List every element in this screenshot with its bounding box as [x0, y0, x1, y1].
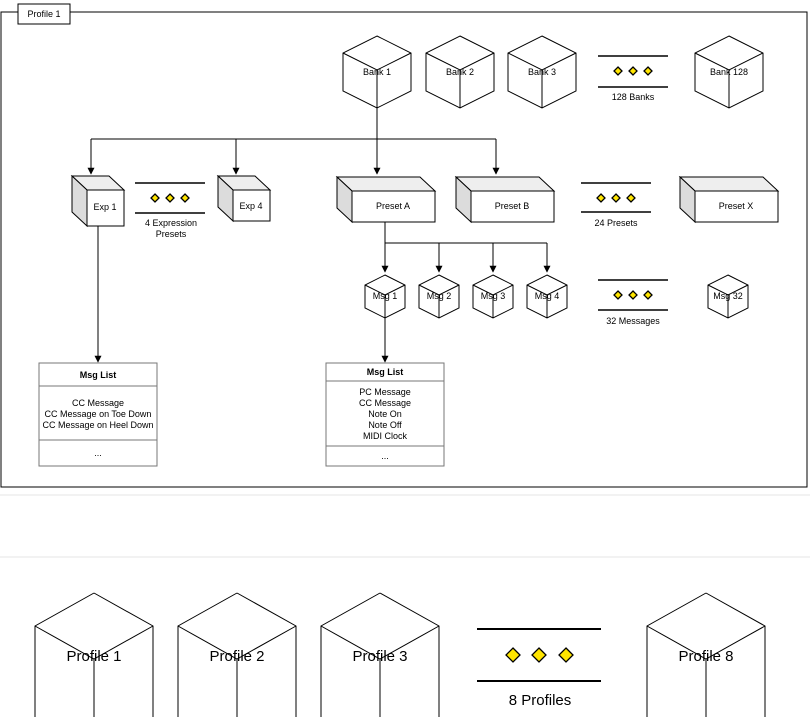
- expressions-ellipsis: 4 Expression Presets: [135, 182, 205, 239]
- ellipsis-diamond-icon: [150, 193, 160, 203]
- ellipsis-diamond-icon: [611, 193, 621, 203]
- exp-label: Exp 4: [239, 201, 262, 211]
- preset-msg-list-title: Msg List: [367, 367, 404, 377]
- exp-msg-list: Msg List CC Message CC Message on Toe Do…: [38, 362, 158, 467]
- exp-msg-list-item: CC Message: [72, 398, 124, 408]
- presets-ellipsis: 24 Presets: [581, 182, 651, 228]
- exp-msg-list-item: CC Message on Heel Down: [42, 420, 153, 430]
- preset-box-b[interactable]: Preset B: [454, 175, 556, 224]
- bank-label: Bank 3: [528, 67, 556, 77]
- msg-label: Msg 3: [481, 291, 506, 301]
- ellipsis-diamond-icon: [628, 66, 638, 76]
- msg-cube-1[interactable]: Msg 1: [364, 274, 406, 319]
- messages-caption: 32 Messages: [606, 316, 660, 326]
- preset-box-a[interactable]: Preset A: [335, 175, 437, 224]
- preset-label: Preset A: [376, 201, 410, 211]
- ellipsis-diamond-icon: [531, 647, 547, 663]
- exp-msg-list-more: ...: [94, 448, 102, 458]
- profile-label: Profile 1: [66, 648, 121, 665]
- ellipsis-diamond-icon: [558, 647, 574, 663]
- exp-box-4[interactable]: Exp 4: [216, 174, 272, 223]
- bank-cube-3[interactable]: Bank 3: [507, 35, 577, 109]
- profile-label: Profile 3: [352, 648, 407, 665]
- preset-msg-list-item: Note Off: [368, 420, 402, 430]
- bank-cube-1[interactable]: Bank 1: [342, 35, 412, 109]
- ellipsis-diamond-icon: [596, 193, 606, 203]
- presets-caption: 24 Presets: [594, 218, 638, 228]
- ellipsis-diamond-icon: [180, 193, 190, 203]
- exp-label: Exp 1: [93, 202, 116, 212]
- exp-msg-list-item: CC Message on Toe Down: [45, 409, 152, 419]
- profile-frame: [0, 11, 808, 488]
- ellipsis-diamond-icon: [505, 647, 521, 663]
- expressions-caption-line2: Presets: [156, 229, 187, 239]
- msg-cube-32[interactable]: Msg 32: [707, 274, 749, 319]
- expressions-caption-line1: 4 Expression: [145, 218, 197, 228]
- preset-msg-list-item: CC Message: [359, 398, 411, 408]
- ellipsis-diamond-icon: [613, 66, 623, 76]
- profiles-caption: 8 Profiles: [509, 692, 572, 709]
- msg-cube-4[interactable]: Msg 4: [526, 274, 568, 319]
- preset-msg-list-item: PC Message: [359, 387, 411, 397]
- exp-msg-list-title: Msg List: [80, 370, 117, 380]
- msg-cube-3[interactable]: Msg 3: [472, 274, 514, 319]
- bank-label: Bank 2: [446, 67, 474, 77]
- bank-cube-128[interactable]: Bank 128: [694, 35, 764, 109]
- msg-label: Msg 1: [373, 291, 398, 301]
- profile-cube-1[interactable]: Profile 1: [34, 592, 154, 717]
- profile-cube-3[interactable]: Profile 3: [320, 592, 440, 717]
- profiles-ellipsis: 8 Profiles: [477, 628, 601, 709]
- profile-cube-8[interactable]: Profile 8: [646, 592, 766, 717]
- profile-cube-2[interactable]: Profile 2: [177, 592, 297, 717]
- preset-msg-list: Msg List PC Message CC Message Note On N…: [325, 362, 445, 467]
- banks-ellipsis: 128 Banks: [598, 55, 668, 102]
- ellipsis-diamond-icon: [643, 66, 653, 76]
- bank-label: Bank 128: [710, 67, 748, 77]
- ellipsis-diamond-icon: [165, 193, 175, 203]
- profile-label: Profile 2: [209, 648, 264, 665]
- exp-box-1[interactable]: Exp 1: [70, 174, 126, 228]
- preset-msg-list-item: MIDI Clock: [363, 431, 408, 441]
- ellipsis-diamond-icon: [628, 290, 638, 300]
- preset-msg-list-more: ...: [381, 451, 389, 461]
- preset-label: Preset X: [719, 201, 754, 211]
- preset-msg-list-item: Note On: [368, 409, 402, 419]
- connectors: [87, 108, 551, 363]
- profile-frame-tab: [17, 3, 71, 25]
- profile-frame-label: Profile 1: [27, 9, 60, 19]
- ellipsis-diamond-icon: [626, 193, 636, 203]
- preset-box-x[interactable]: Preset X: [678, 175, 780, 224]
- ellipsis-diamond-icon: [613, 290, 623, 300]
- msg-label: Msg 4: [535, 291, 560, 301]
- profile-label: Profile 8: [678, 648, 733, 665]
- msg-label: Msg 2: [427, 291, 452, 301]
- msg-label: Msg 32: [713, 291, 743, 301]
- ellipsis-diamond-icon: [643, 290, 653, 300]
- bank-cube-2[interactable]: Bank 2: [425, 35, 495, 109]
- messages-ellipsis: 32 Messages: [598, 279, 668, 326]
- msg-cube-2[interactable]: Msg 2: [418, 274, 460, 319]
- preset-label: Preset B: [495, 201, 530, 211]
- bank-label: Bank 1: [363, 67, 391, 77]
- banks-caption: 128 Banks: [612, 92, 655, 102]
